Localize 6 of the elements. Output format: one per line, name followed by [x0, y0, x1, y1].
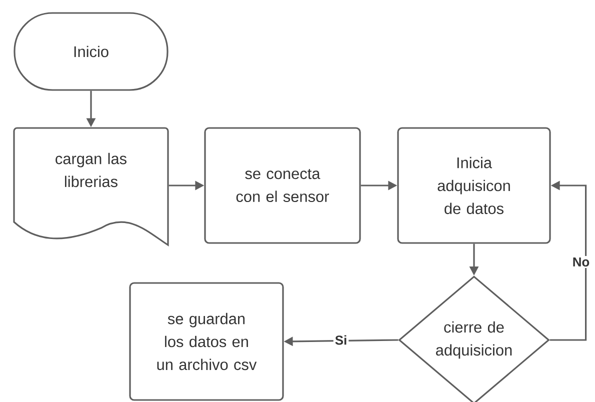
process-box: Inicia adquisicon de datos [397, 127, 551, 244]
process-box: se guardan los datos en un archivo csv [129, 282, 284, 401]
process-box: se conecta con el sensor [204, 127, 361, 244]
edge-label: Si [333, 334, 349, 346]
edge-label: No [570, 256, 592, 268]
start-terminal: Inicio [14, 12, 168, 91]
